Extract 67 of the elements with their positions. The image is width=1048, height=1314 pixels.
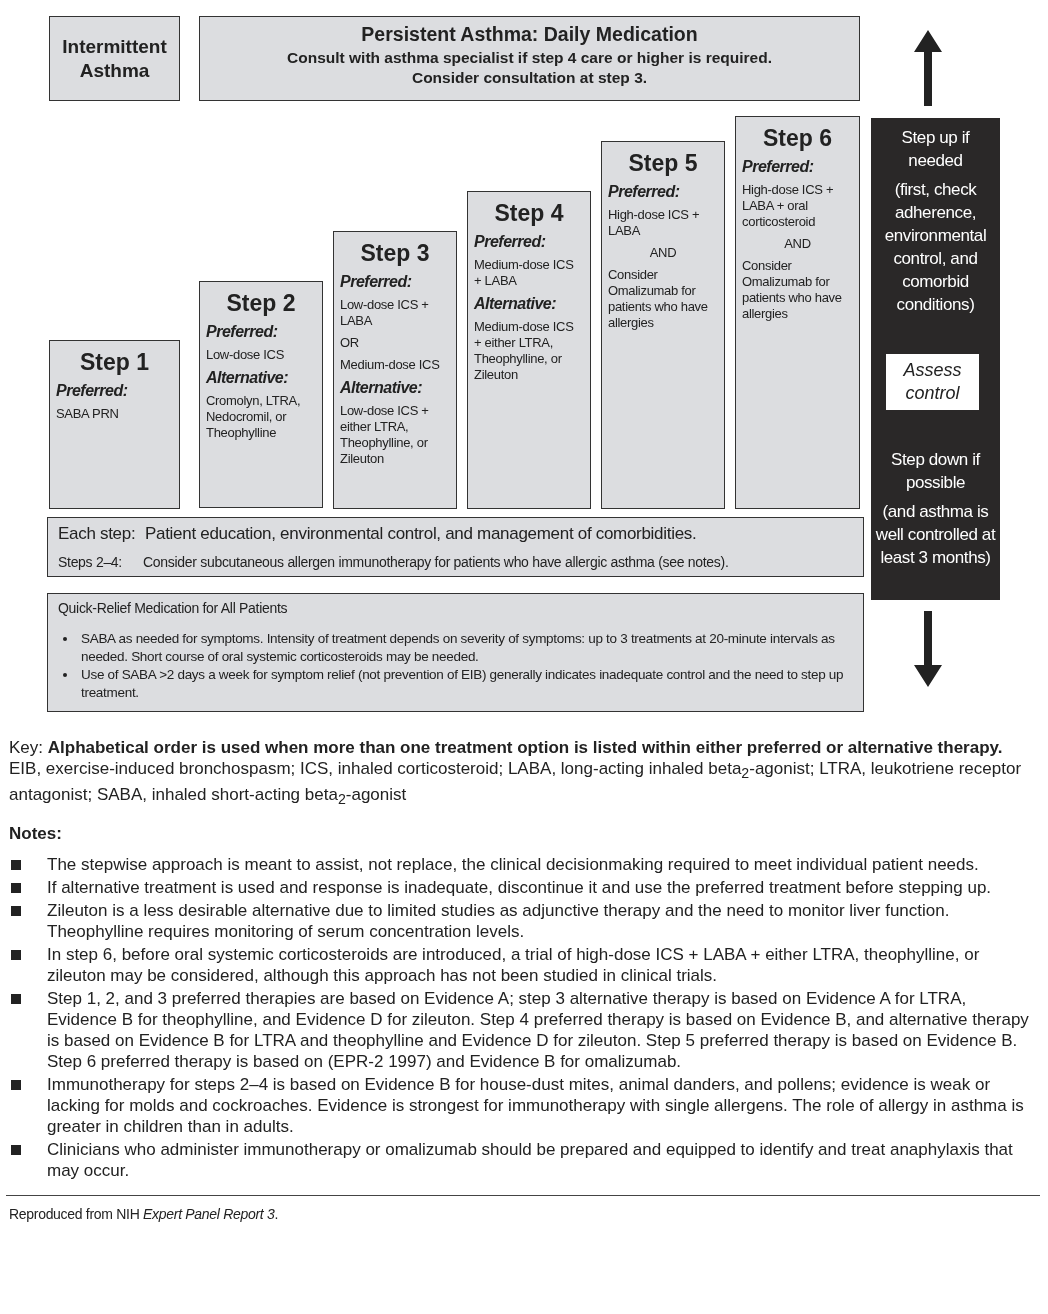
step-heading: Step 4 bbox=[493, 200, 565, 227]
step-heading: Step 1 bbox=[79, 349, 150, 376]
row-label: Steps 2–4: bbox=[58, 554, 122, 570]
note-text: The stepwise approach is meant to assist, not replace, the clinical decisionmaking required to meet individual patient needs. bbox=[47, 853, 979, 875]
treatment-text: Low-dose ICS + either LTRA, Theophylline, or Zileuton bbox=[340, 403, 430, 467]
option-label: Preferred: bbox=[56, 382, 129, 400]
group-heading-box bbox=[49, 16, 180, 101]
treatment-text: Consider Omalizumab for patients who have allergies bbox=[742, 258, 843, 322]
treatment-text: Consider Omalizumab for patients who have allergies bbox=[608, 267, 709, 331]
panel-heading: Step down if possible bbox=[890, 449, 982, 494]
info-box bbox=[47, 593, 864, 712]
treatment-text: Medium-dose ICS + either LTRA, Theophylline, or Zileuton bbox=[474, 319, 575, 383]
info-text: Patient education, environmental control, and management of comorbidities. bbox=[145, 524, 697, 544]
treatment-text: OR bbox=[340, 335, 360, 351]
step-guide-panel bbox=[871, 118, 1000, 600]
assess-box bbox=[886, 354, 979, 410]
option-label: Preferred: bbox=[608, 183, 681, 201]
panel-note: (and asthma is well controlled at least 3 months) bbox=[875, 501, 996, 569]
option-label: Alternative: bbox=[474, 295, 558, 313]
note-text: Clinicians who administer immunotherapy or omalizumab should be prepared and equipped to identify and treat anaphylaxis that may occur. bbox=[47, 1138, 1014, 1181]
box-heading: Persistent Asthma: Daily Medication bbox=[360, 23, 699, 46]
box-heading: Intermittent Asthma bbox=[61, 34, 168, 83]
option-label: Preferred: bbox=[742, 158, 815, 176]
step-box bbox=[49, 340, 180, 509]
group-heading-box bbox=[199, 16, 860, 101]
bullet-text: SABA as needed for symptoms. Intensity of treatment depends on severity of symptoms: up to 3 treatments at 20-minute intervals as needed. Short course of oral systemic corticosteroids may be needed. bbox=[81, 630, 836, 666]
step-heading: Step 3 bbox=[359, 240, 431, 267]
info-text: Consider subcutaneous allergen immunotherapy for patients who have allergic asthma (see notes). bbox=[143, 554, 729, 570]
treatment-text: High-dose ICS + LABA + oral corticosteroid bbox=[742, 182, 835, 230]
option-label: Preferred: bbox=[206, 323, 279, 341]
bullet-text: Use of SABA >2 days a week for symptom relief (not prevention of EIB) generally indicates inadequate control and the need to step up treatment. bbox=[81, 666, 845, 702]
key-paragraph: Key: Alphabetical order is used when more than one treatment option is listed within either preferred or alternative therapy. EIB, exercise-induced bronchospasm; ICS, inhaled corticosteroid; LABA, long-acting inhaled beta$_{2}$-agonist; LTRA, leukotriene receptor antagonist; SABA, inhaled short-acting beta$_{2}$-agonist bbox=[9, 737, 1023, 810]
source-note: Reproduced from NIH Expert Panel Report 3. bbox=[9, 1204, 280, 1224]
treatment-text: Low-dose ICS bbox=[206, 347, 286, 363]
info-box bbox=[47, 517, 864, 577]
treatment-text: Low-dose ICS + LABA bbox=[340, 297, 430, 329]
option-label: Alternative: bbox=[206, 369, 290, 387]
step-box bbox=[199, 281, 323, 508]
note-text: In step 6, before oral systemic corticosteroids are introduced, a trial of high-dose ICS + LABA + either LTRA, theophylline, or zileuton may be considered, although this approach has not been studied in clinical trials. bbox=[47, 943, 981, 986]
step-box bbox=[333, 231, 457, 509]
treatment-text: Medium-dose ICS bbox=[340, 357, 441, 373]
box-subheading: Consult with asthma specialist if step 4 care or higher is required. Consider consultation at step 3. bbox=[286, 48, 773, 88]
step-heading: Step 6 bbox=[762, 125, 833, 152]
option-label: Preferred: bbox=[474, 233, 547, 251]
treatment-text: High-dose ICS + LABA bbox=[608, 207, 701, 239]
treatment-text: AND bbox=[648, 245, 678, 261]
step-heading: Step 2 bbox=[225, 290, 297, 317]
step-box bbox=[735, 116, 860, 509]
note-text: Immunotherapy for steps 2–4 is based on Evidence B for house-dust mites, animal danders, and pollens; evidence is weak or lacking for molds and cockroaches. Evidence is strongest for immunotherapy with single allergens. The role of allergy in asthma is greater in children than in adults. bbox=[47, 1073, 1025, 1137]
panel-heading: Step up if needed bbox=[900, 127, 971, 172]
row-label: Each step: bbox=[58, 524, 136, 544]
panel-note: (first, check adherence, environmental control, and comorbid conditions) bbox=[883, 179, 988, 316]
note-text: Step 1, 2, and 3 preferred therapies are based on Evidence A; step 3 alternative therapy is based on Evidence A for LTRA, Evidence B for theophylline, and Evidence D for zileuton. Step 4 preferred therapy is based on Evidence B, and alternative therapy is based on Evidence B for LTRA and theophylline and Evidence D for zileuton. Step 5 preferred therapy is based on Evidence B. Step 6 preferred therapy is based on (EPR-2 1997) and Evidence B for omalizumab. bbox=[47, 987, 1030, 1072]
notes-heading: Notes: bbox=[9, 822, 63, 844]
step-box bbox=[467, 191, 591, 509]
note-text: Zileuton is a less desirable alternative due to limited studies as adjunctive therapy and the need to monitor liver function. Theophylline requires monitoring of serum concentration levels. bbox=[47, 899, 951, 942]
box-heading: Quick-Relief Medication for All Patients bbox=[58, 600, 289, 616]
option-label: Alternative: bbox=[340, 379, 424, 397]
assess-label: Assess control bbox=[902, 359, 963, 405]
step-heading: Step 5 bbox=[627, 150, 699, 177]
treatment-text: AND bbox=[783, 236, 812, 252]
step-box bbox=[601, 141, 725, 509]
treatment-text: Medium-dose ICS + LABA bbox=[474, 257, 575, 289]
treatment-text: Cromolyn, LTRA, Nedocromil, or Theophylline bbox=[206, 393, 302, 441]
option-label: Preferred: bbox=[340, 273, 413, 291]
treatment-text: SABA PRN bbox=[56, 406, 120, 422]
note-text: If alternative treatment is used and response is inadequate, discontinue it and use the preferred treatment before stepping up. bbox=[47, 876, 992, 898]
